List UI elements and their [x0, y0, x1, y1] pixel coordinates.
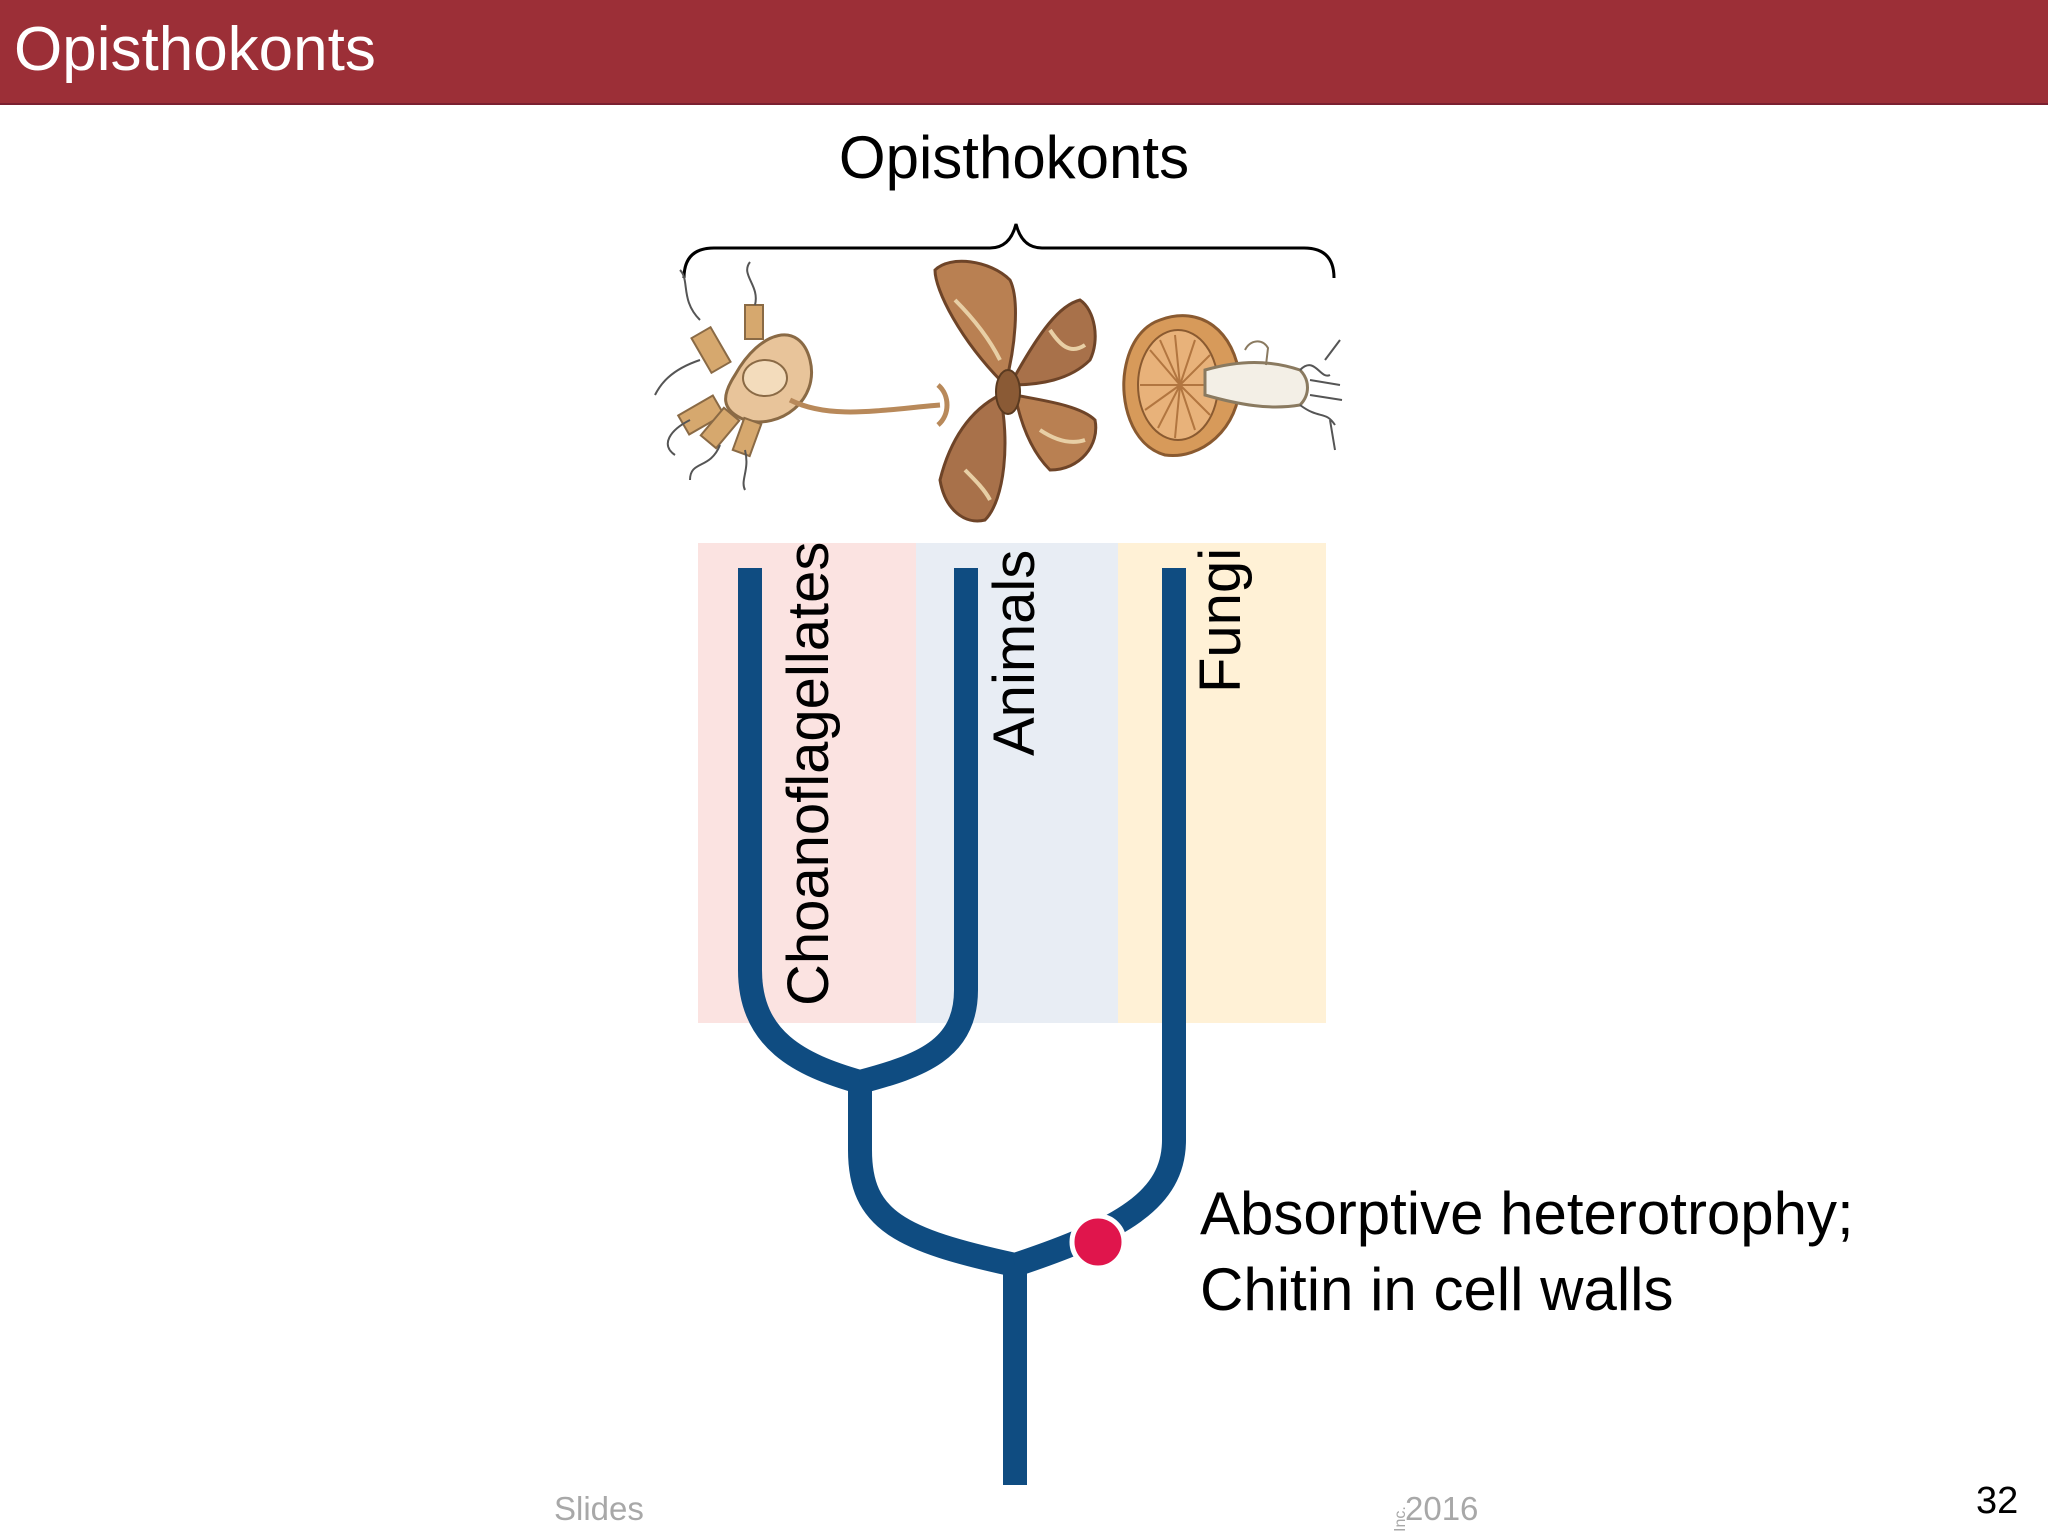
slide-title: Opisthokonts — [14, 15, 376, 84]
diagram-title: Opisthokonts — [838, 124, 1190, 191]
choanoflagellate-illustration — [654, 261, 950, 491]
opisthokont-brace — [682, 223, 1336, 279]
clade-label-fungi: Fungi — [1188, 547, 1253, 693]
page-number: 32 — [1976, 1480, 2019, 1522]
moth-illustration — [933, 259, 1098, 523]
fungi-band — [1118, 543, 1326, 1023]
clade-label-choanoflagellates: Choanoflagellates — [776, 541, 841, 1006]
clade-label-animals: Animals — [982, 549, 1047, 756]
choanoflagellates-band — [698, 543, 916, 1023]
header-bar: Opisthokonts — [0, 0, 2048, 105]
fungi-branch — [1011, 568, 1186, 1277]
animals-branch — [856, 568, 978, 1094]
choanoflagellates-branch — [738, 568, 864, 1094]
footer-year: 2016 — [1405, 1490, 1479, 1527]
tree-branches — [738, 568, 1186, 1485]
trait-line-2: Chitin in cell walls — [1200, 1256, 1674, 1323]
trait-line-1: Absorptive heterotrophy; — [1200, 1180, 1854, 1247]
choano-animal-ancestor-branch — [848, 1082, 1018, 1277]
mushroom-illustration — [1122, 314, 1343, 458]
trait-marker — [1069, 1213, 1127, 1271]
trait-description: Absorptive heterotrophy; Chitin in cell … — [1200, 1176, 1854, 1328]
footer-source-left: Slides — [554, 1490, 644, 1527]
animals-band — [916, 543, 1118, 1023]
